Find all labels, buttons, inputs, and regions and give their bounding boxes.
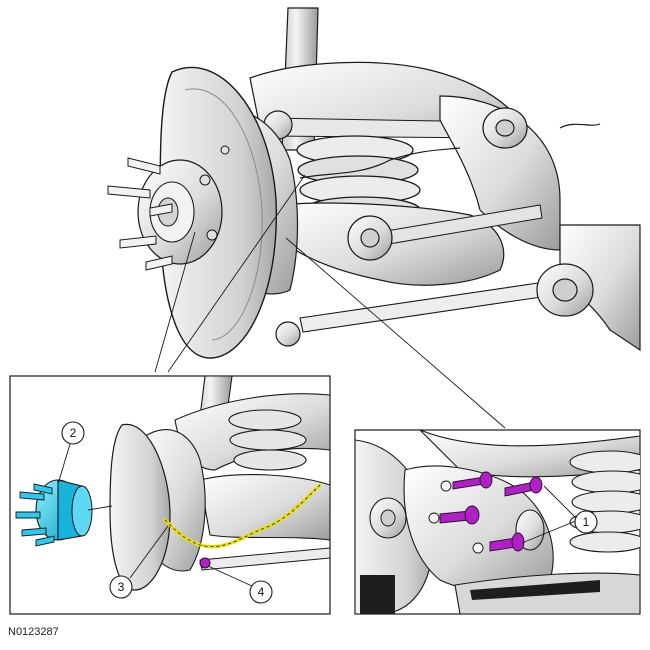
main-suspension-view (107, 7, 641, 359)
callout-label-3: 3 (118, 580, 125, 594)
callout-2: 2 (57, 421, 85, 485)
bolt-3 (439, 505, 480, 525)
figure-id: N0123287 (8, 626, 59, 638)
knuckle-bolt-heads (199, 145, 230, 241)
harness-bolt (199, 557, 211, 569)
callout-label-1: 1 (583, 515, 590, 529)
toe-link (299, 281, 549, 333)
suspension-bolts (439, 471, 543, 552)
callout-1: 1 (521, 485, 598, 544)
wheel-hub (15, 479, 93, 547)
callout-3: 3 (109, 525, 169, 599)
callout-label-4: 4 (258, 585, 265, 599)
bushings (263, 107, 594, 347)
wheel-studs (107, 157, 173, 271)
bolt-1 (452, 471, 493, 490)
bolt-2 (504, 476, 543, 497)
callout-label-2: 2 (70, 426, 77, 440)
bolt-4 (489, 532, 525, 552)
leader-lines (154, 174, 506, 429)
lower-arm (279, 202, 505, 286)
callout-4: 4 (207, 565, 273, 604)
sensor-wire-main (299, 147, 461, 179)
